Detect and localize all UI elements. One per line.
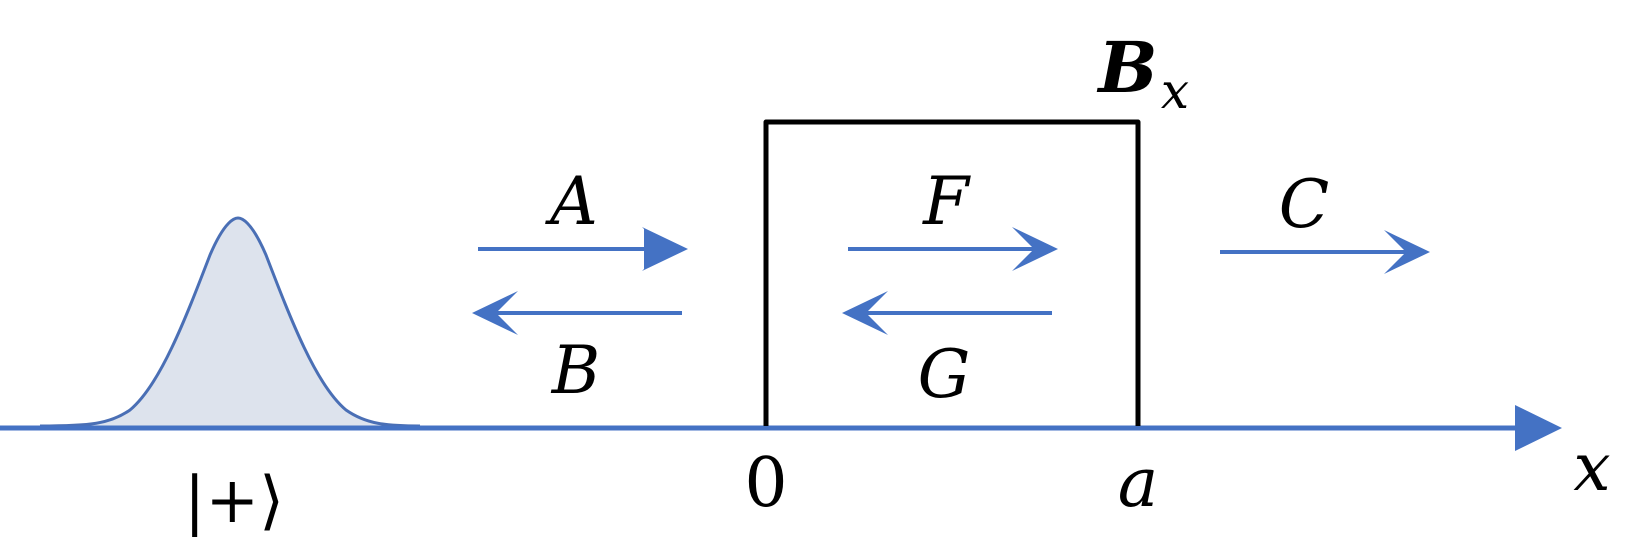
forward-inside-arrowhead: [1012, 227, 1058, 271]
end-label: a: [1118, 444, 1159, 523]
label-C: C: [1279, 166, 1330, 243]
incident-arrow: [478, 229, 682, 269]
barrier: [763, 119, 1141, 426]
label-A: A: [544, 163, 598, 240]
origin-label: 0: [744, 444, 787, 523]
label-G: G: [918, 336, 971, 413]
label-F: F: [922, 163, 971, 240]
backward-inside-arrowhead: [842, 291, 888, 335]
reflected-arrowhead: [472, 291, 518, 335]
wave-packet: [39, 216, 421, 428]
incident-arrowhead: [642, 227, 688, 271]
transmitted-arrowhead: [1384, 230, 1430, 274]
x-axis-arrowhead: [1515, 405, 1562, 451]
field-label-sub: x: [1161, 62, 1189, 120]
field-label-main: B: [1096, 26, 1157, 109]
axis-name-label: x: [1573, 429, 1610, 506]
state-label: |+⟩: [184, 464, 284, 538]
label-B: B: [551, 332, 601, 409]
